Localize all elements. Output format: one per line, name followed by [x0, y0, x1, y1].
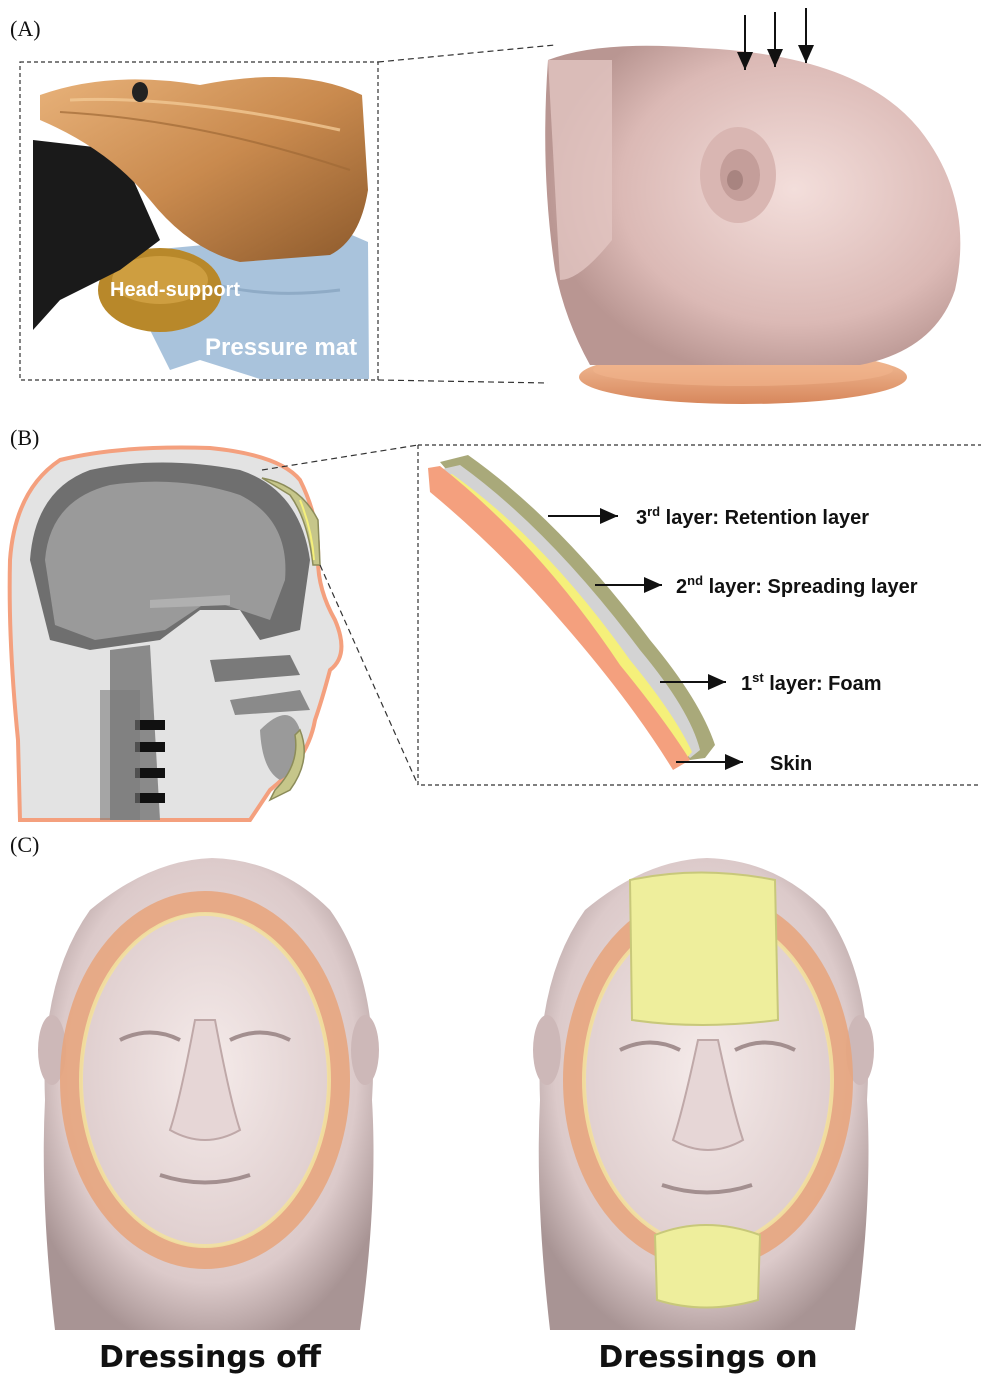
label-spreading-prefix: 2: [676, 576, 687, 598]
panel-b: 3rd layer: Retention layer 2nd layer: Sp…: [10, 445, 981, 820]
head-front-dressings-on: [533, 858, 874, 1330]
head-cross-section: [10, 448, 342, 821]
pressure-mat-label: Pressure mat: [205, 334, 357, 361]
ear-left-2: [533, 1015, 561, 1085]
chin-dressing-3d: [655, 1225, 760, 1308]
label-foam-prefix: 1: [741, 673, 752, 695]
head-model-side: [545, 8, 960, 404]
zoom-line-top: [378, 45, 555, 62]
label-retention-text: layer: Retention layer: [660, 507, 869, 529]
panel-c: [38, 858, 874, 1330]
label-spreading-sup: nd: [687, 573, 703, 588]
label-retention-prefix: 3: [636, 507, 647, 529]
forehead-dressing-3d: [630, 873, 778, 1026]
prone-position-photo: Head-support Pressure mat: [33, 74, 369, 379]
caption-dressings-on: Dressings on: [498, 1340, 918, 1375]
label-spreading-text: layer: Spreading layer: [703, 576, 918, 598]
label-retention-sup: rd: [647, 504, 660, 519]
label-skin: Skin: [770, 753, 812, 775]
head-front-dressings-off: [38, 858, 379, 1330]
label-spreading-layer: 2nd layer: Spreading layer: [676, 573, 918, 598]
label-foam-layer: 1st layer: Foam: [741, 670, 882, 695]
ear-right: [351, 1015, 379, 1085]
zoom-line-b-top: [262, 445, 418, 470]
zoom-line-bottom: [378, 380, 548, 383]
caption-dressings-off: Dressings off: [0, 1340, 420, 1375]
label-retention-layer: 3rd layer: Retention layer: [636, 504, 869, 529]
panel-a: Head-support Pressure mat: [20, 8, 960, 404]
head-support-label: Head-support: [110, 279, 240, 301]
zoom-line-b-bottom: [320, 565, 418, 785]
label-foam-sup: st: [752, 670, 764, 685]
label-foam-text: layer: Foam: [764, 673, 882, 695]
dressing-layer-section: [428, 455, 715, 770]
